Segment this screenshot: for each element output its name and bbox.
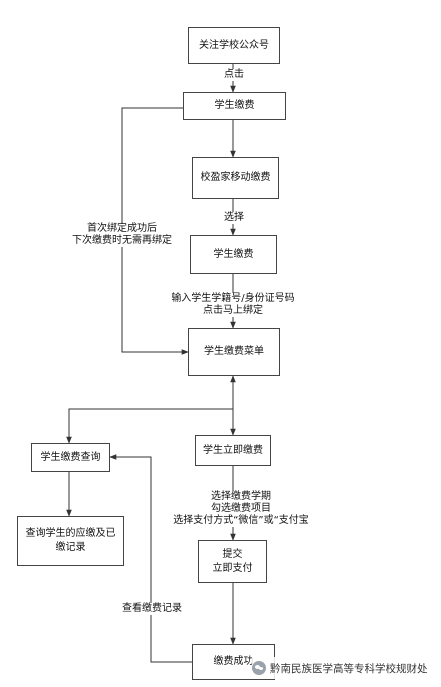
wechat-icon [252, 661, 266, 675]
node-mobile-payment: 校盈家移动缴费 [192, 157, 279, 199]
label-click: 点击 [221, 69, 247, 81]
node-student-payment: 学生缴费 [183, 92, 286, 120]
label-bind-instructions: 输入学生学籍号/身份证号码 点击马上绑定 [164, 293, 302, 317]
watermark: 黔南民族医学高等专科学校规财处 [252, 657, 432, 679]
node-follow-official-account: 关注学校公众号 [188, 27, 280, 64]
node-payment-records: 查询学生的应缴及已 缴记录 [17, 516, 124, 566]
arrow-success-to-query [109, 454, 192, 663]
node-payment-menu: 学生缴费菜单 [188, 328, 280, 376]
arrow-menu-to-query [66, 408, 233, 444]
label-select: 选择 [221, 212, 247, 224]
node-payment-query: 学生缴费查询 [31, 443, 110, 472]
node-student-payment-2: 学生缴费 [190, 235, 277, 274]
label-first-bind-note: 首次绑定成功后 下次缴费时无需再绑定 [63, 223, 181, 247]
label-choose-options: 选择缴费学期 勾选缴费项目 选择支付方式“微信”或“支付宝 [157, 491, 325, 527]
node-submit-pay: 提交 立即支付 [198, 540, 267, 583]
node-immediate-payment: 学生立即缴费 [195, 435, 271, 466]
label-view-records: 查看缴费记录 [116, 603, 188, 615]
